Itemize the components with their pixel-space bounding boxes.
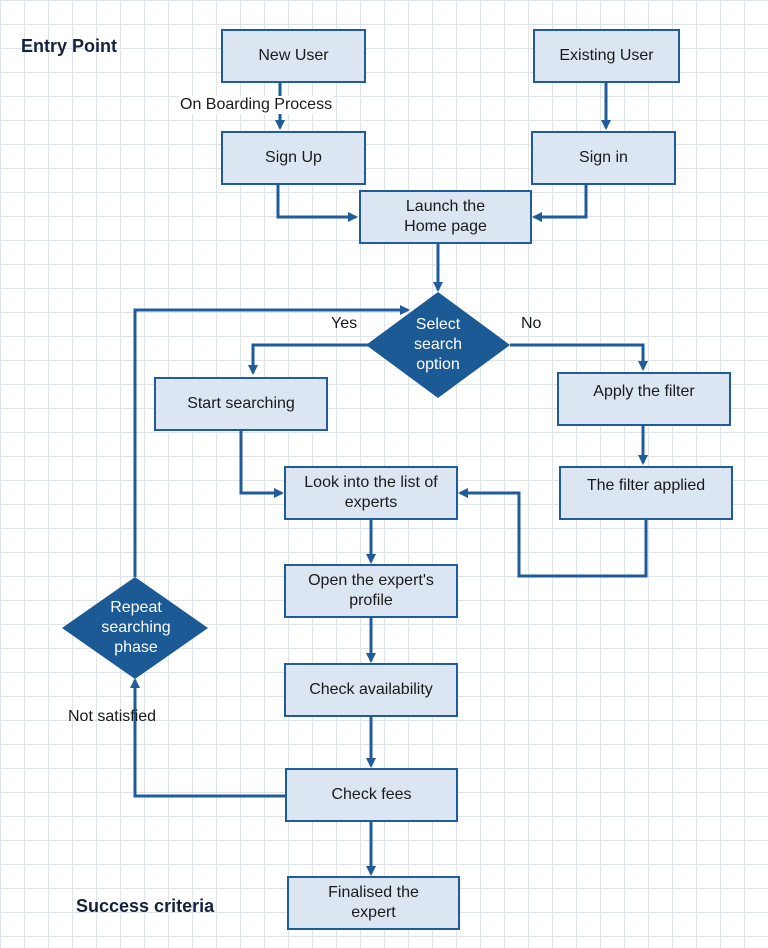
decision-repeat-search-diamond [62, 577, 208, 679]
open-profile-box: Open the expert's profile [284, 564, 458, 618]
success-criteria-heading: Success criteria [76, 896, 215, 916]
connector-repeat-to-decision [133, 305, 410, 577]
yes-label: Yes [331, 315, 358, 332]
start-searching-box: Start searching [154, 377, 328, 431]
new-user-box: New User [221, 29, 366, 83]
check-availability-box: Check availability [284, 663, 458, 717]
filter-applied-box: The filter applied [559, 466, 733, 520]
decision-select-search-diamond [366, 292, 510, 398]
connector-sign-in-to-home [532, 185, 588, 222]
launch-home-box: Launch the Home page [359, 190, 532, 244]
existing-user-box: Existing User [533, 29, 680, 83]
check-fees-box: Check fees [285, 768, 458, 822]
sign-up-box: Sign Up [221, 131, 366, 185]
connector-fees-to-repeat [130, 678, 285, 798]
sign-in-box: Sign in [531, 131, 676, 185]
connector-sign-up-to-home [276, 185, 358, 222]
connector-decision-no [510, 343, 648, 371]
onboarding-process-label: On Boarding Process [179, 96, 334, 114]
connector-applied-to-list [458, 488, 648, 578]
apply-filter-box: Apply the filter [557, 372, 731, 426]
connector-decision-yes [248, 343, 368, 375]
no-label: No [521, 315, 542, 332]
connector-start-to-list [239, 431, 284, 498]
repeat-searching-label: Repeat searching phase [101, 599, 171, 656]
not-satisfied-label: Not satisfied [68, 708, 157, 725]
finalised-expert-box: Finalised the expert [287, 876, 460, 930]
entry-point-heading: Entry Point [21, 36, 118, 56]
look-list-box: Look into the list of experts [284, 466, 458, 520]
select-search-option-label: Select search option [413, 316, 463, 373]
